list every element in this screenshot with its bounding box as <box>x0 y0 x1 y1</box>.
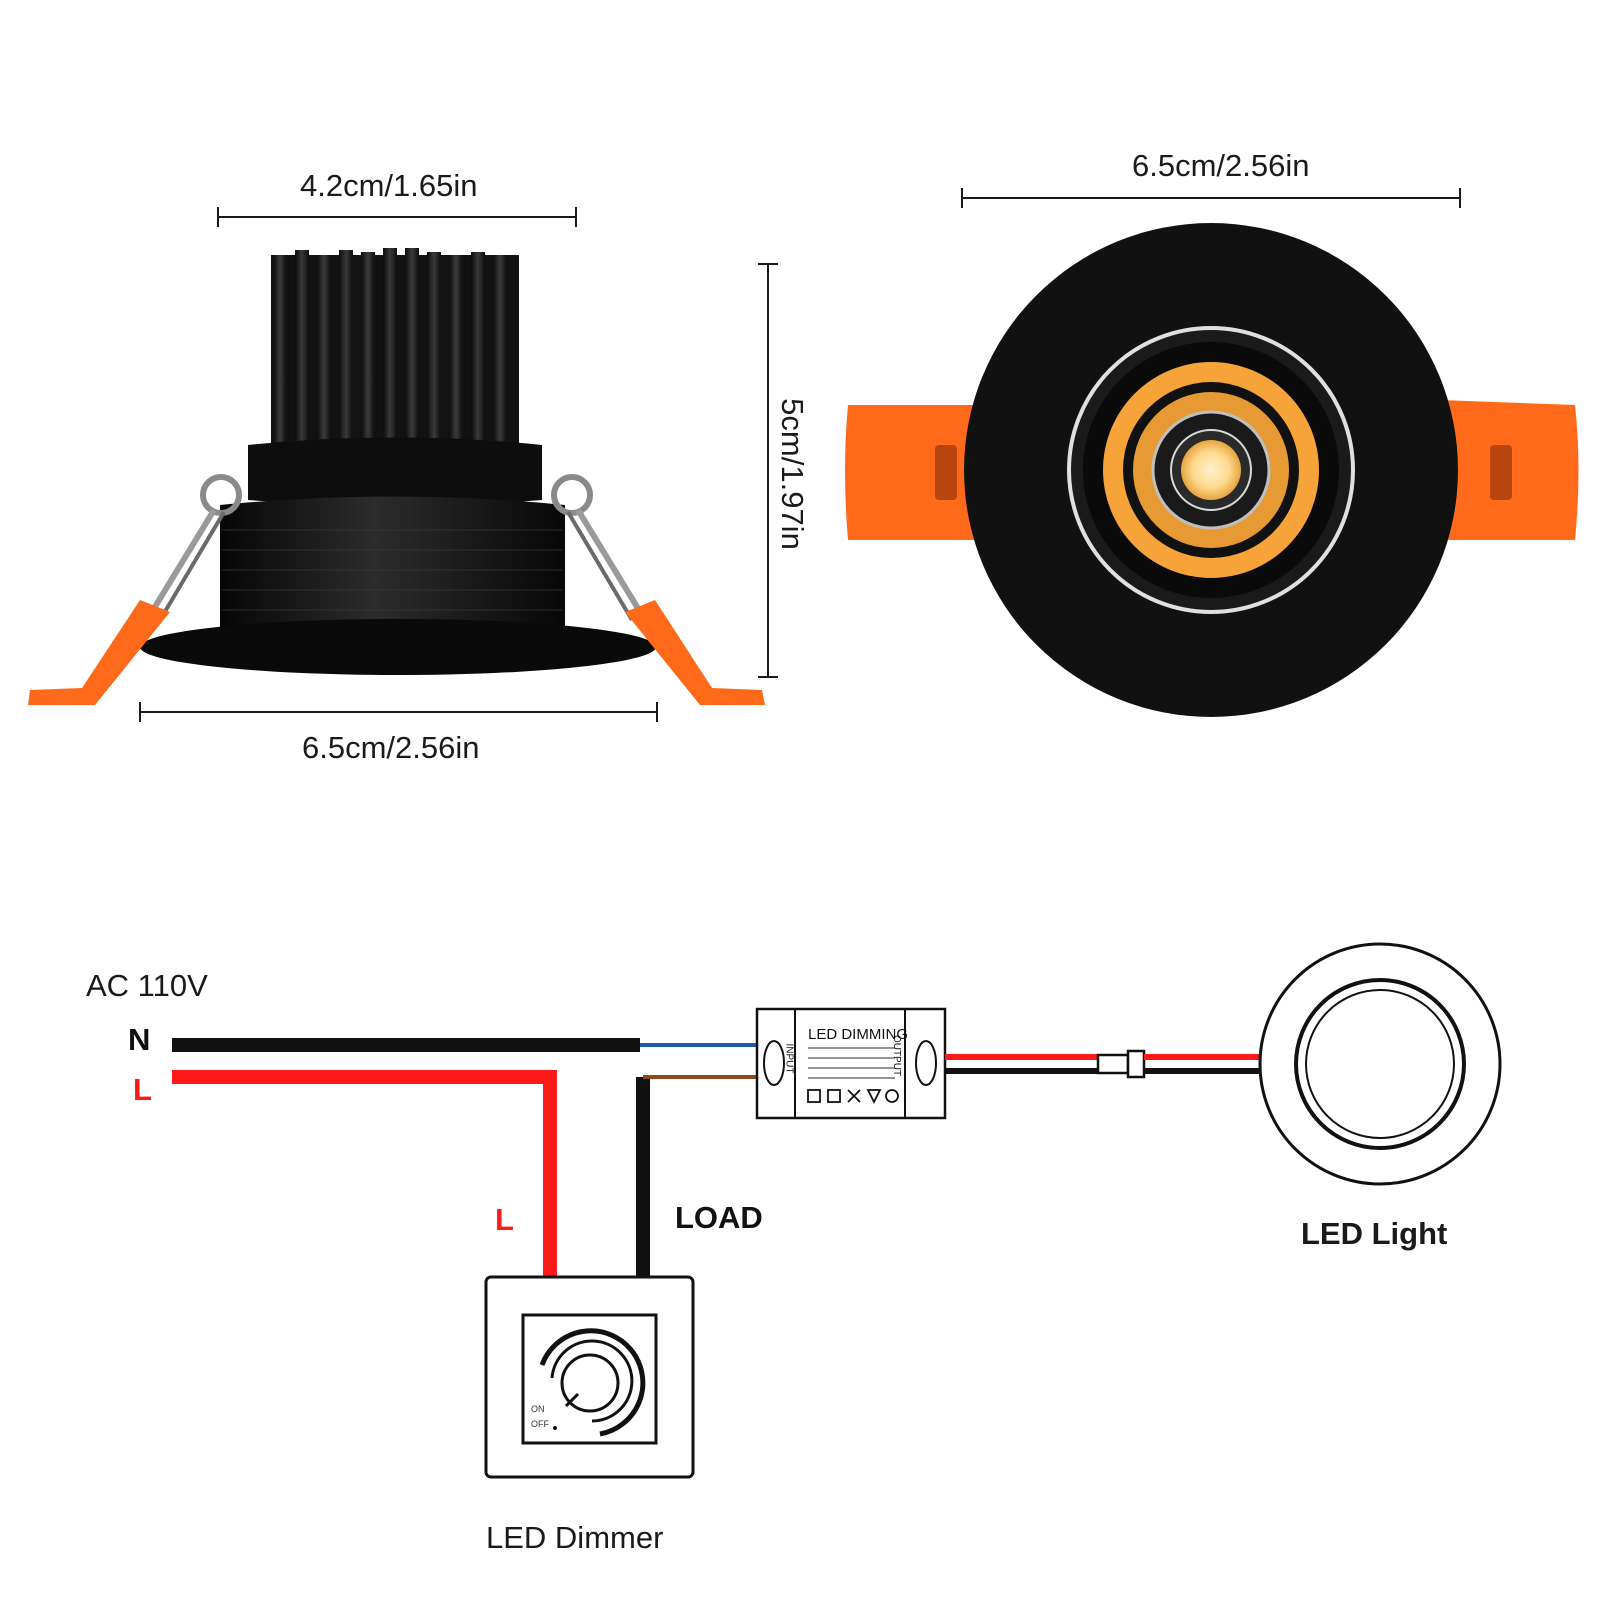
lamp-body <box>220 496 565 653</box>
line-label: L <box>133 1072 152 1107</box>
driver-output-label: OUTPUT <box>891 1034 903 1077</box>
dimmer-off-label: OFF <box>531 1419 549 1429</box>
heatsink-fins <box>271 248 519 455</box>
side-bottom-width-label: 6.5cm/2.56in <box>302 730 480 765</box>
upper-collar <box>248 437 542 506</box>
left-spring-clip <box>28 474 242 705</box>
dimmer-on-label: ON <box>531 1404 545 1414</box>
side-top-width-label: 4.2cm/1.65in <box>300 168 478 203</box>
light-caption: LED Light <box>1301 1216 1448 1251</box>
neutral-label: N <box>128 1022 151 1057</box>
load-label: LOAD <box>675 1200 763 1235</box>
led-driver <box>755 1007 947 1120</box>
side-height-label: 5cm/1.97in <box>775 398 810 550</box>
supply-label: AC 110V <box>86 968 208 1003</box>
driver-input-label: INPUT <box>783 1043 795 1074</box>
dimmer-caption: LED Dimmer <box>486 1520 664 1555</box>
wire-connector <box>1096 1049 1146 1079</box>
line-wire <box>172 1070 557 1278</box>
left-tab <box>845 405 985 540</box>
side-view-lamp <box>28 248 765 705</box>
flange <box>140 619 656 675</box>
led-light-symbol <box>1258 942 1502 1186</box>
led-chip <box>1181 440 1241 500</box>
front-width-label: 6.5cm/2.56in <box>1132 148 1310 183</box>
front-view-lamp <box>845 223 1579 717</box>
dimension-lines-side <box>139 207 778 722</box>
right-spring-clip <box>551 474 765 705</box>
wiring-diagram <box>172 942 1502 1479</box>
dimension-line-front <box>961 188 1461 208</box>
driver-title: LED DIMMING <box>808 1026 909 1043</box>
dimmer-symbol <box>484 1275 695 1479</box>
dimmer-line-label: L <box>495 1202 514 1237</box>
